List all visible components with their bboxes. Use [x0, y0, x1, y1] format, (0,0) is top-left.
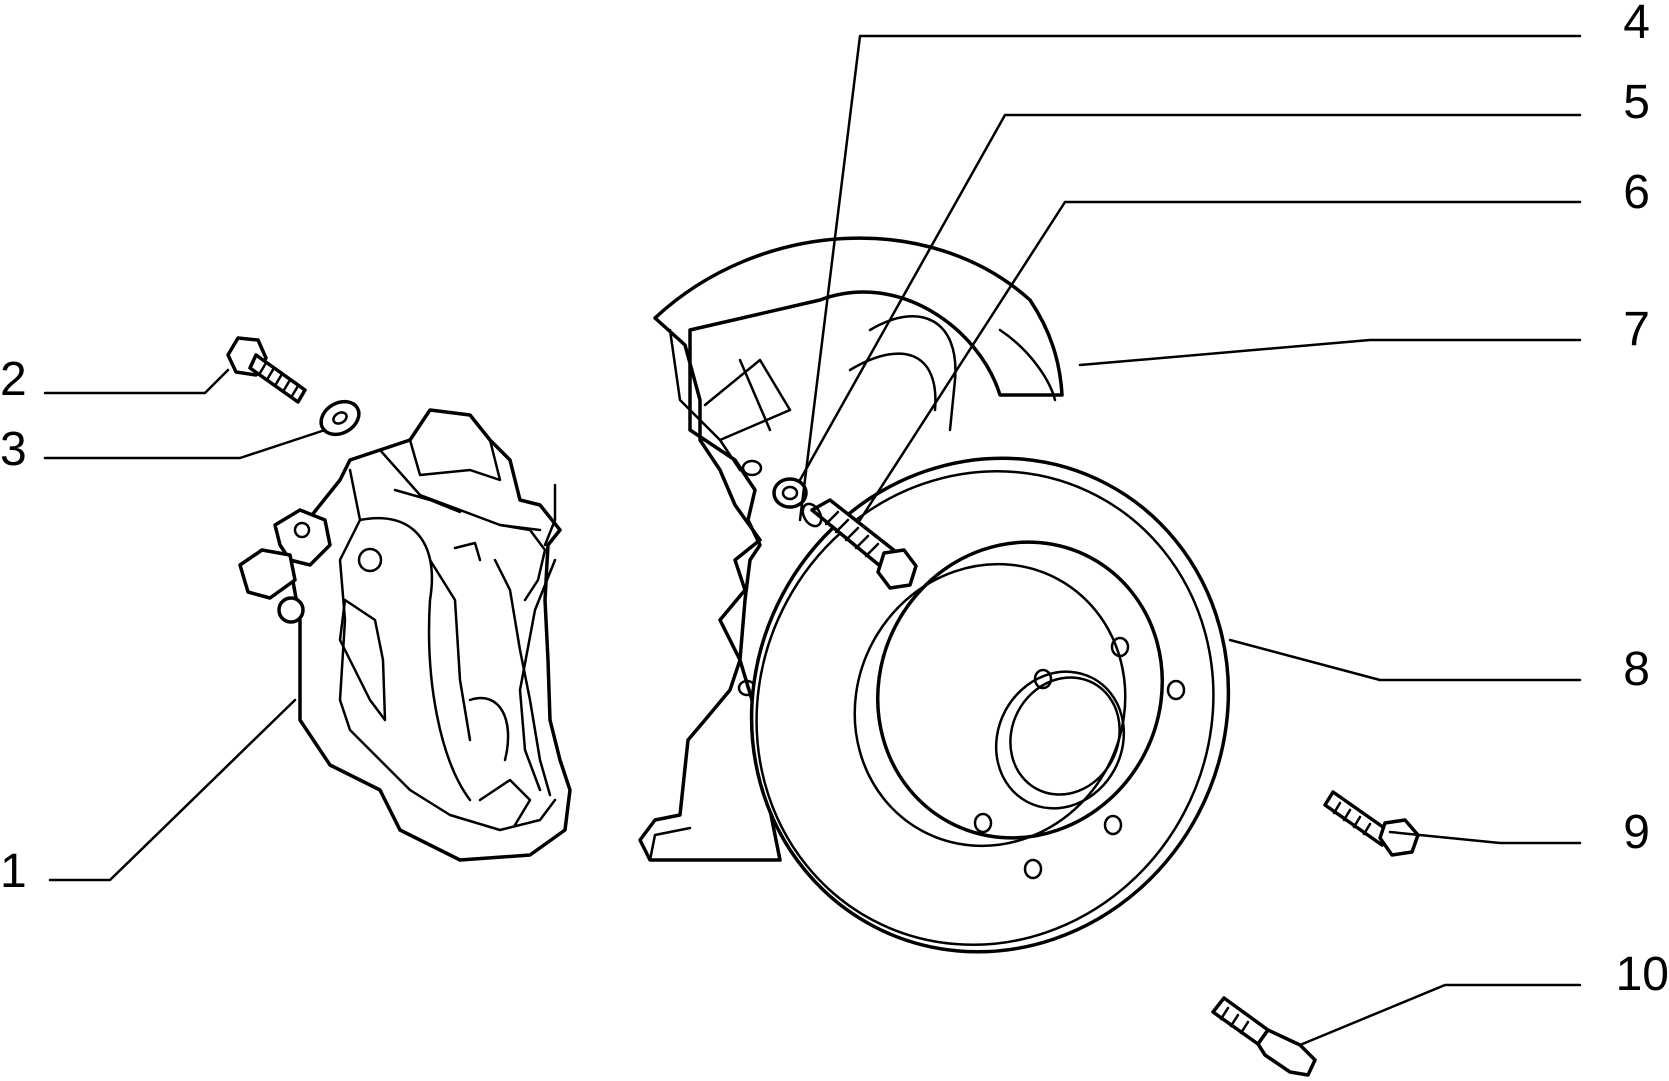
- brake-caliper-part: [288, 408, 572, 862]
- wheel-stud-part: [1211, 996, 1317, 1077]
- leader-8: [1228, 638, 1582, 682]
- disc-washer-part: [772, 477, 808, 509]
- callout-2: 2: [0, 353, 27, 406]
- callout-7: 7: [1623, 303, 1650, 356]
- callout-8: 8: [1623, 643, 1650, 696]
- callout-labels: 1 2 3 4 5 6 7 8 9 10: [0, 0, 1669, 1001]
- callout-6: 6: [1623, 166, 1650, 219]
- callout-1: 1: [0, 845, 27, 898]
- leader-4: [798, 34, 1582, 522]
- leader-6: [858, 200, 1582, 522]
- disc-bolt-part: [801, 498, 918, 590]
- caliper-bolt-part: [226, 336, 307, 404]
- leader-3: [43, 428, 327, 460]
- brake-disc-part: [749, 456, 1231, 954]
- leader-9: [1388, 830, 1582, 845]
- leader-lines: [43, 34, 1582, 1047]
- leader-1: [48, 698, 297, 882]
- leader-10: [1298, 983, 1582, 1047]
- callout-10: 10: [1616, 948, 1669, 1001]
- leader-2: [43, 368, 230, 395]
- caliper-guide-pin: [238, 508, 332, 624]
- callout-9: 9: [1623, 806, 1650, 859]
- leader-7: [1078, 338, 1582, 367]
- callout-3: 3: [0, 423, 27, 476]
- hex-bolt-part: [1323, 790, 1420, 857]
- leader-5: [798, 113, 1582, 482]
- washer-part: [319, 399, 361, 437]
- callout-4: 4: [1623, 0, 1650, 49]
- callout-5: 5: [1623, 76, 1650, 129]
